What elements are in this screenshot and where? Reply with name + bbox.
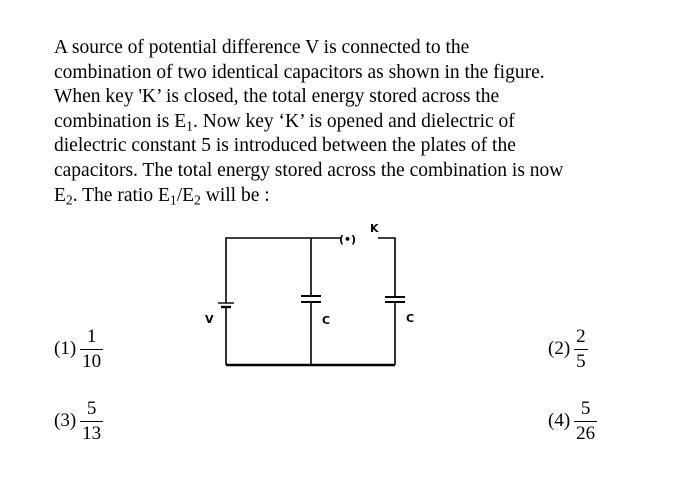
question-line: combination of two identical capacitors … — [54, 61, 545, 83]
top-wire — [225, 237, 341, 303]
fraction-denominator: 10 — [82, 350, 102, 372]
question-line: E2. The ratio E1/E2 will be : — [54, 184, 270, 207]
option-number: (3) — [54, 410, 77, 432]
option-number: (1) — [54, 338, 77, 360]
option-4[interactable]: (4) 5 26 — [548, 398, 598, 444]
fraction-bar — [574, 348, 588, 350]
option-1[interactable]: (1) 1 10 — [54, 326, 104, 372]
question-line: A source of potential difference V is co… — [54, 37, 470, 58]
key-label: K — [370, 222, 379, 235]
option-number: (2) — [548, 338, 571, 360]
option-fraction: 5 26 — [574, 398, 598, 444]
fraction-numerator: 5 — [580, 398, 591, 419]
top-wire-right — [378, 237, 396, 297]
fraction-denominator: 13 — [82, 422, 102, 444]
fraction-bar — [80, 420, 104, 422]
fraction-numerator: 1 — [86, 326, 97, 347]
circuit-diagram: (•) K V C C — [205, 222, 414, 367]
key-symbol: (•) — [339, 233, 356, 246]
question-text: A source of potential difference V is co… — [54, 36, 608, 208]
option-fraction: 2 5 — [574, 327, 588, 372]
question-line: When key 'K’ is closed, the total energy… — [54, 86, 500, 108]
fraction-bar — [80, 348, 104, 350]
fraction-denominator: 5 — [576, 350, 586, 372]
source-label: V — [205, 313, 214, 326]
option-number: (4) — [548, 410, 571, 432]
question-line: dielectric constant 5 is introduced betw… — [54, 135, 516, 157]
option-fraction: 5 13 — [80, 398, 104, 444]
fraction-numerator: 2 — [576, 326, 586, 347]
option-3[interactable]: (3) 5 13 — [54, 398, 104, 444]
fraction-denominator: 26 — [576, 422, 596, 444]
capacitor2-label: C — [406, 312, 414, 325]
question-line: combination is E1. Now key ‘K’ is opened… — [54, 110, 515, 134]
option-fraction: 1 10 — [80, 326, 104, 372]
capacitor1-label: C — [322, 314, 330, 327]
question-line: capacitors. The total energy stored acro… — [54, 159, 564, 181]
fraction-numerator: 5 — [86, 398, 97, 419]
fraction-bar — [574, 420, 598, 422]
option-2[interactable]: (2) 2 5 — [548, 327, 588, 372]
